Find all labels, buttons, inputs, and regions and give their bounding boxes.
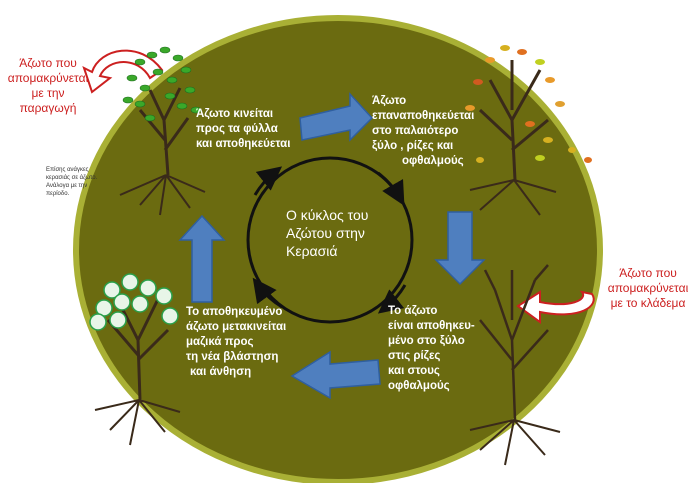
center-title-line-1: Ο κύκλος του (286, 207, 369, 223)
center-title-line-2: Αζώτου στην (286, 225, 365, 241)
callout-pruning-line-1: Άζωτο που (619, 266, 677, 280)
inner-cycle-circle (246, 156, 414, 324)
stage-bottom-left-label: Το αποθηκευμένο άζωτο μετακινείται μαζικ… (186, 305, 286, 380)
stage-top-left-line-3: και αποθηκεύεται (196, 138, 291, 150)
stage-bottom-right-label: Το άζωτο είναι αποθηκευ- μένο στο ξύλο σ… (388, 304, 475, 394)
stage-top-right-line-1: Άζωτο (372, 95, 407, 107)
center-title-line-3: Κερασιά (286, 243, 338, 259)
stage-top-right-label: Άζωτο επαναποθηκεύεται στο παλαιότερο ξύ… (372, 94, 474, 169)
callout-pruning: Άζωτο που απομακρύνεται με το κλάδεμα (598, 266, 698, 311)
callout-production: Άζωτο που απομακρύνεται με την παραγωγή (6, 56, 90, 116)
tree-autumn-icon (465, 45, 592, 216)
stage-bottom-left-line-1: Το αποθηκευμένο (186, 306, 283, 318)
callout-pruning-line-2: απομακρύνεται (607, 281, 689, 295)
tree-flowering-icon (89, 273, 181, 446)
arrow-pruning-removal (516, 290, 595, 324)
callout-pruning-line-3: με το κλάδεμα (610, 296, 686, 310)
callout-production-line-4: παραγωγή (19, 101, 77, 115)
stage-bottom-right-line-1: Το άζωτο (388, 305, 438, 317)
center-title: Ο κύκλος του Αζώτου στην Κερασιά (286, 206, 386, 260)
stage-top-left-line-1: Άζωτο κινείται (196, 108, 274, 120)
callout-production-line-3: με την (31, 86, 65, 100)
callout-production-line-2: απομακρύνεται (7, 71, 89, 85)
stage-bottom-left-line-3: μαζικά προς (186, 336, 254, 348)
callout-production-line-1: Άζωτο που (19, 56, 77, 70)
stage-bottom-left-line-2: άζωτο μετακινείται (186, 321, 287, 333)
stage-bottom-left-line-5: και άνθηση (190, 366, 252, 378)
stage-top-left-line-2: προς τα φύλλα (196, 123, 278, 135)
stage-top-right-line-3: στο παλαιότερο (372, 125, 459, 137)
stage-bottom-right-line-4: στις ρίζες (388, 350, 441, 362)
stage-top-right-line-5: οφθαλμούς (402, 155, 464, 167)
stage-bottom-left-line-4: τη νέα βλάστηση (186, 351, 279, 363)
small-note: Επίσης ανάγκες κερασιάς σε άζωτο. Ανάλογ… (46, 167, 98, 197)
stage-top-right-line-2: επαναποθηκεύεται (372, 110, 475, 122)
cycle-background-circle (73, 15, 603, 483)
arrow-top-right (299, 92, 374, 142)
stage-bottom-right-line-3: μένο στο ξύλο (388, 335, 465, 347)
arrow-bottom-left (290, 350, 381, 400)
tree-bare-icon (469, 264, 561, 466)
stage-bottom-right-line-2: είναι αποθηκευ- (388, 320, 475, 332)
stage-top-left-label: Άζωτο κινείται προς τα φύλλα και αποθηκε… (196, 107, 290, 152)
stage-bottom-right-line-5: και στους (388, 365, 440, 377)
tree-leafy-icon (119, 46, 206, 216)
arrow-left-up (178, 214, 226, 303)
stage-top-right-line-4: ξύλο , ρίζες και (372, 140, 454, 152)
arrow-right-down (434, 211, 486, 286)
stage-bottom-right-line-6: οφθαλμούς (388, 380, 450, 392)
